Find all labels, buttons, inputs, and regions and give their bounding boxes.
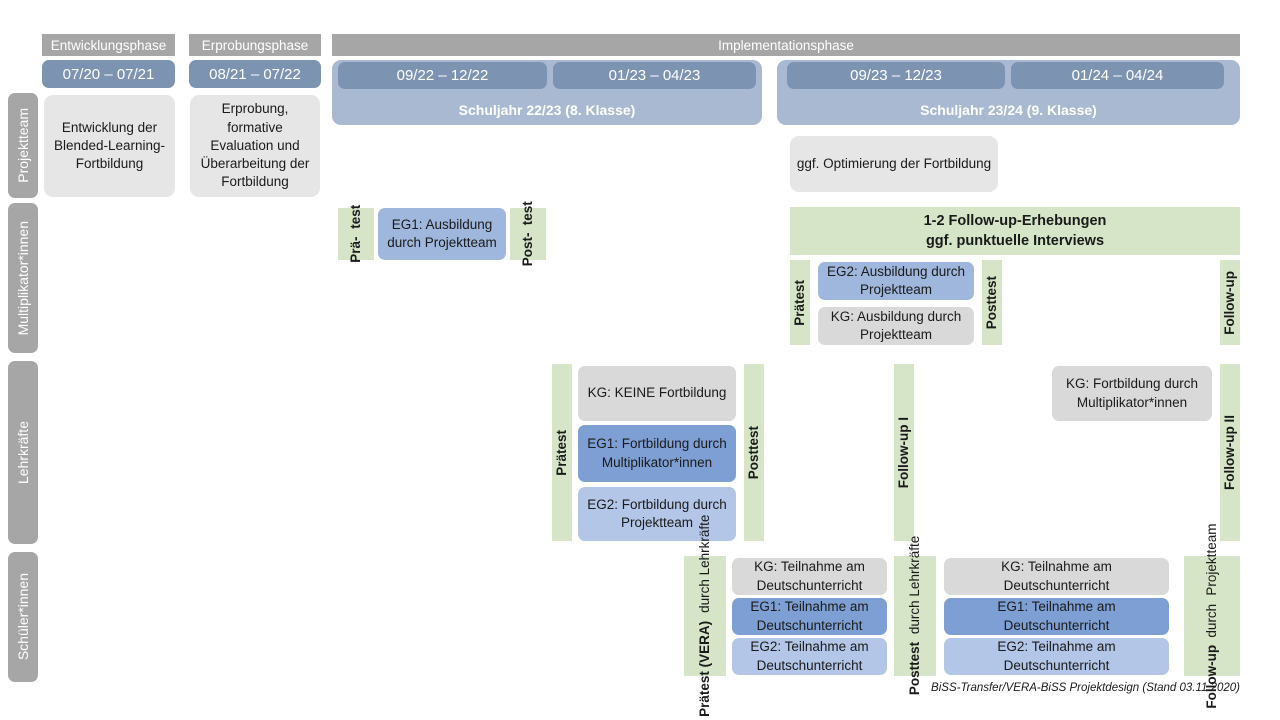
sidebar-item-projektteam[interactable]: Projektteam bbox=[8, 93, 38, 198]
task-box-entwicklung-fortbildung[interactable]: Entwicklung der Blended-Learning-Fortbil… bbox=[44, 95, 175, 197]
task-box-eg1-teilnahme-1[interactable]: EG1: Teilnahme am Deutschunterricht bbox=[732, 598, 887, 635]
task-box-label: KG: KEINE Fortbildung bbox=[587, 385, 727, 401]
sidebar-item-label: Multiplikator*innen bbox=[15, 220, 31, 336]
task-box-label: EG1: Teilnahme am Deutschunterricht bbox=[750, 599, 869, 633]
sidebar-item-lehrkraefte[interactable]: Lehrkräfte bbox=[8, 361, 38, 544]
sidebar-item-multiplikatorinnen[interactable]: Multiplikator*innen bbox=[8, 203, 38, 353]
task-box-label: KG: Ausbildung durch Projektteam bbox=[830, 308, 962, 342]
task-box-label: Entwicklung der Blended-Learning-Fortbil… bbox=[53, 119, 166, 172]
test-strip-label: Follow-up bbox=[1222, 270, 1238, 335]
test-strip-label: Follow-up durch Projektteam bbox=[1203, 523, 1219, 709]
task-box-eg1-teilnahme-2[interactable]: EG1: Teilnahme am Deutschunterricht bbox=[944, 598, 1169, 635]
test-strip-label: Prätest bbox=[554, 429, 570, 476]
footer-source-note: BiSS-Transfer/VERA-BiSS Projektdesign (S… bbox=[740, 682, 1240, 698]
test-strip-label: Prätest bbox=[792, 279, 808, 326]
task-box-kg-teilnahme-1[interactable]: KG: Teilnahme am Deutschunterricht bbox=[732, 558, 887, 595]
test-strip-posttest-multiplikatoren-early[interactable]: Post- test bbox=[510, 201, 546, 267]
period-label: 08/21 – 07/22 bbox=[209, 65, 301, 83]
task-box-eg2-ausbildung-projektteam[interactable]: EG2: Ausbildung durch Projektteam bbox=[818, 262, 974, 300]
task-box-eg1-fortbildung-multiplikatoren[interactable]: EG1: Fortbildung durch Multiplikator*inn… bbox=[578, 425, 736, 482]
phase-bar-entwicklungsphase: Entwicklungsphase bbox=[42, 34, 175, 56]
task-box-label: EG2: Teilnahme am Deutschunterricht bbox=[750, 639, 869, 673]
test-strip-praetest-multiplikatoren[interactable]: Prätest bbox=[790, 260, 810, 345]
task-box-label: EG1: Ausbildung durch Projektteam bbox=[387, 216, 497, 250]
test-strip-posttest-lehrkraefte[interactable]: Posttest bbox=[744, 364, 764, 541]
period-bar-0922-1222: 09/22 – 12/22 bbox=[338, 62, 547, 89]
period-label: 01/24 – 04/24 bbox=[1071, 67, 1164, 84]
sidebar-item-label: Projektteam bbox=[15, 108, 31, 183]
test-strip-label: Post- test bbox=[519, 201, 535, 267]
test-strip-followup2-lehrkraefte[interactable]: Follow-up II bbox=[1220, 364, 1240, 541]
school-year-label: Schuljahr 22/23 (8. Klasse) bbox=[458, 102, 636, 118]
task-box-label: EG1: Fortbildung durch Multiplikator*inn… bbox=[587, 436, 727, 470]
task-box-kg-ausbildung-projektteam[interactable]: KG: Ausbildung durch Projektteam bbox=[818, 307, 974, 345]
followup-band-label: 1-2 Follow-up-Erhebungen ggf. punktuelle… bbox=[923, 212, 1107, 249]
period-bar-0720-0721: 07/20 – 07/21 bbox=[42, 60, 175, 88]
sidebar-item-label: Lehrkräfte bbox=[15, 420, 31, 485]
test-strip-followup1-lehrkraefte[interactable]: Follow-up I bbox=[894, 364, 914, 541]
test-strip-label: Follow-up II bbox=[1222, 415, 1238, 490]
task-box-kg-keine-fortbildung[interactable]: KG: KEINE Fortbildung bbox=[578, 366, 736, 421]
task-box-kg-fortbildung-multiplikatoren[interactable]: KG: Fortbildung durch Multiplikator*inne… bbox=[1052, 366, 1212, 421]
period-label: 01/23 – 04/23 bbox=[608, 67, 701, 84]
period-label: 09/22 – 12/22 bbox=[396, 67, 489, 84]
phase-bar-label: Erprobungsphase bbox=[201, 37, 309, 53]
task-box-optimierung-fortbildung[interactable]: ggf. Optimierung der Fortbildung bbox=[790, 136, 998, 192]
task-box-eg2-teilnahme-1[interactable]: EG2: Teilnahme am Deutschunterricht bbox=[732, 638, 887, 675]
task-box-erprobung-evaluation[interactable]: Erprobung, formative Evaluation und Über… bbox=[190, 95, 320, 197]
followup-band-erhebungen[interactable]: 1-2 Follow-up-Erhebungen ggf. punktuelle… bbox=[790, 207, 1240, 255]
test-strip-praetest-vera-schueler[interactable]: Prätest (VERA) durch Lehrkräfte bbox=[684, 515, 726, 717]
school-year-label: Schuljahr 23/24 (9. Klasse) bbox=[920, 102, 1097, 118]
period-bar-0821-0722: 08/21 – 07/22 bbox=[189, 60, 321, 88]
task-box-label: ggf. Optimierung der Fortbildung bbox=[796, 155, 992, 171]
test-strip-followup-schueler[interactable]: Follow-up durch Projektteam bbox=[1184, 524, 1240, 708]
test-strip-posttest-schueler[interactable]: Posttest durch Lehrkräfte bbox=[894, 536, 936, 696]
task-box-kg-teilnahme-2[interactable]: KG: Teilnahme am Deutschunterricht bbox=[944, 558, 1169, 595]
sidebar-item-label: Schüler*innen bbox=[15, 573, 31, 661]
test-strip-praetest-lehrkraefte[interactable]: Prätest bbox=[552, 364, 572, 541]
period-label: 09/23 – 12/23 bbox=[850, 67, 942, 84]
footer-note-label: BiSS-Transfer/VERA-BiSS Projektdesign (S… bbox=[931, 682, 1240, 694]
test-strip-label: Posttest bbox=[984, 275, 1000, 330]
task-box-label: EG2: Ausbildung durch Projektteam bbox=[826, 263, 966, 297]
test-strip-label: Follow-up I bbox=[896, 416, 912, 489]
test-strip-label: Prä- test bbox=[347, 205, 363, 263]
task-box-eg1-ausbildung-projektteam[interactable]: EG1: Ausbildung durch Projektteam bbox=[378, 208, 506, 260]
phase-bar-erprobungsphase: Erprobungsphase bbox=[189, 34, 321, 56]
period-bar-0124-0424: 01/24 – 04/24 bbox=[1011, 62, 1224, 89]
task-box-label: EG2: Fortbildung durch Projektteam bbox=[587, 496, 727, 530]
task-box-label: Erprobung, formative Evaluation und Über… bbox=[200, 101, 310, 190]
test-strip-label: Posttest bbox=[746, 425, 762, 480]
test-strip-praetest-multiplikatoren-early[interactable]: Prä- test bbox=[338, 205, 374, 263]
phase-bar-label: Implementationsphase bbox=[718, 37, 854, 53]
test-strip-label: Prätest (VERA) durch Lehrkräfte bbox=[696, 515, 712, 717]
task-box-label: KG: Teilnahme am Deutschunterricht bbox=[1001, 559, 1112, 593]
period-bar-0123-0423: 01/23 – 04/23 bbox=[553, 62, 756, 89]
period-bar-0923-1223: 09/23 – 12/23 bbox=[787, 62, 1005, 89]
sidebar-item-schuelerinnen[interactable]: Schüler*innen bbox=[8, 552, 38, 682]
task-box-label: KG: Fortbildung durch Multiplikator*inne… bbox=[1065, 376, 1199, 410]
test-strip-label: Posttest durch Lehrkräfte bbox=[906, 536, 922, 696]
task-box-eg2-fortbildung-projektteam[interactable]: EG2: Fortbildung durch Projektteam bbox=[578, 487, 736, 541]
task-box-label: EG2: Teilnahme am Deutschunterricht bbox=[997, 639, 1116, 673]
task-box-label: EG1: Teilnahme am Deutschunterricht bbox=[997, 599, 1116, 633]
test-strip-posttest-multiplikatoren[interactable]: Posttest bbox=[982, 260, 1002, 345]
phase-bar-implementationsphase: Implementationsphase bbox=[332, 34, 1240, 56]
test-strip-followup-multiplikatoren[interactable]: Follow-up bbox=[1220, 260, 1240, 345]
task-box-label: KG: Teilnahme am Deutschunterricht bbox=[754, 559, 865, 593]
phase-bar-label: Entwicklungsphase bbox=[50, 37, 167, 53]
period-label: 07/20 – 07/21 bbox=[62, 65, 155, 83]
task-box-eg2-teilnahme-2[interactable]: EG2: Teilnahme am Deutschunterricht bbox=[944, 638, 1169, 675]
